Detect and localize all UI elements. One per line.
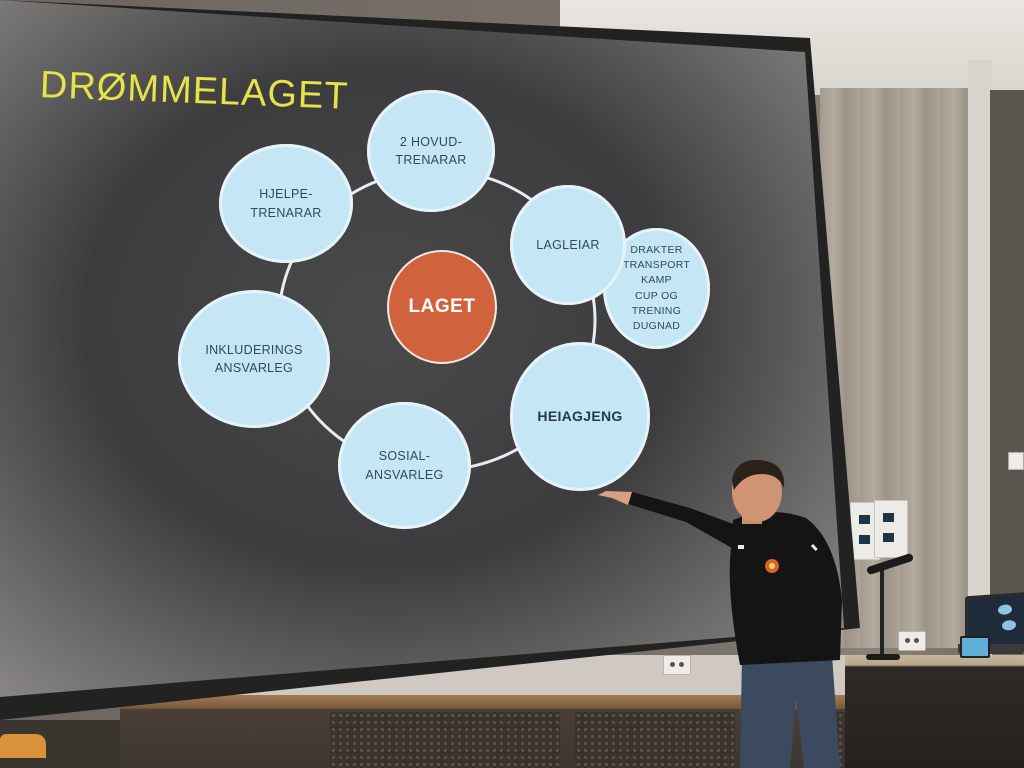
- wall-outlet: [663, 655, 691, 675]
- microphone-base: [866, 654, 900, 660]
- tablet-icon: [960, 636, 990, 658]
- wall-pillar: [968, 60, 992, 660]
- node-inkluderingsansvarleg: INKLUDERINGS ANSVARLEG: [178, 290, 330, 428]
- center-label: LAGET: [408, 296, 476, 317]
- node-label: HEIAGJENG: [537, 408, 623, 425]
- bench-grille: [575, 712, 735, 768]
- dark-side-wall: [990, 90, 1024, 650]
- podium-desk: [845, 655, 1024, 768]
- bench-grille: [330, 712, 560, 768]
- wall-poster-right: [874, 500, 908, 558]
- node-label: 2 HOVUD- TRENARAR: [395, 134, 467, 167]
- node-label: SOSIAL- ANSVARLEG: [365, 449, 444, 482]
- microphone-stand: [880, 570, 884, 658]
- node-label: INKLUDERINGS ANSVARLEG: [205, 342, 303, 375]
- node-sosialansvarleg: SOSIAL- ANSVARLEG: [338, 402, 471, 529]
- laptop-base: [958, 644, 1024, 654]
- orange-object: [0, 734, 46, 758]
- node-lagleiar: LAGLEIAR: [510, 185, 626, 305]
- node-hjelpetrenarar: HJELPE- TRENARAR: [219, 144, 353, 263]
- node-center-laget: LAGET: [387, 250, 497, 364]
- node-heiagjeng: HEIAGJENG: [510, 342, 650, 491]
- node-label: HJELPE- TRENARAR: [250, 187, 322, 220]
- node-label: DRAKTER TRANSPORT KAMP CUP OG TRENING DU…: [622, 243, 691, 332]
- wall-outlet: [898, 631, 926, 651]
- node-hovudtrenarar: 2 HOVUD- TRENARAR: [367, 90, 495, 212]
- node-lagleiar-tasks: DRAKTER TRANSPORT KAMP CUP OG TRENING DU…: [603, 228, 710, 349]
- node-label: LAGLEIAR: [536, 237, 600, 252]
